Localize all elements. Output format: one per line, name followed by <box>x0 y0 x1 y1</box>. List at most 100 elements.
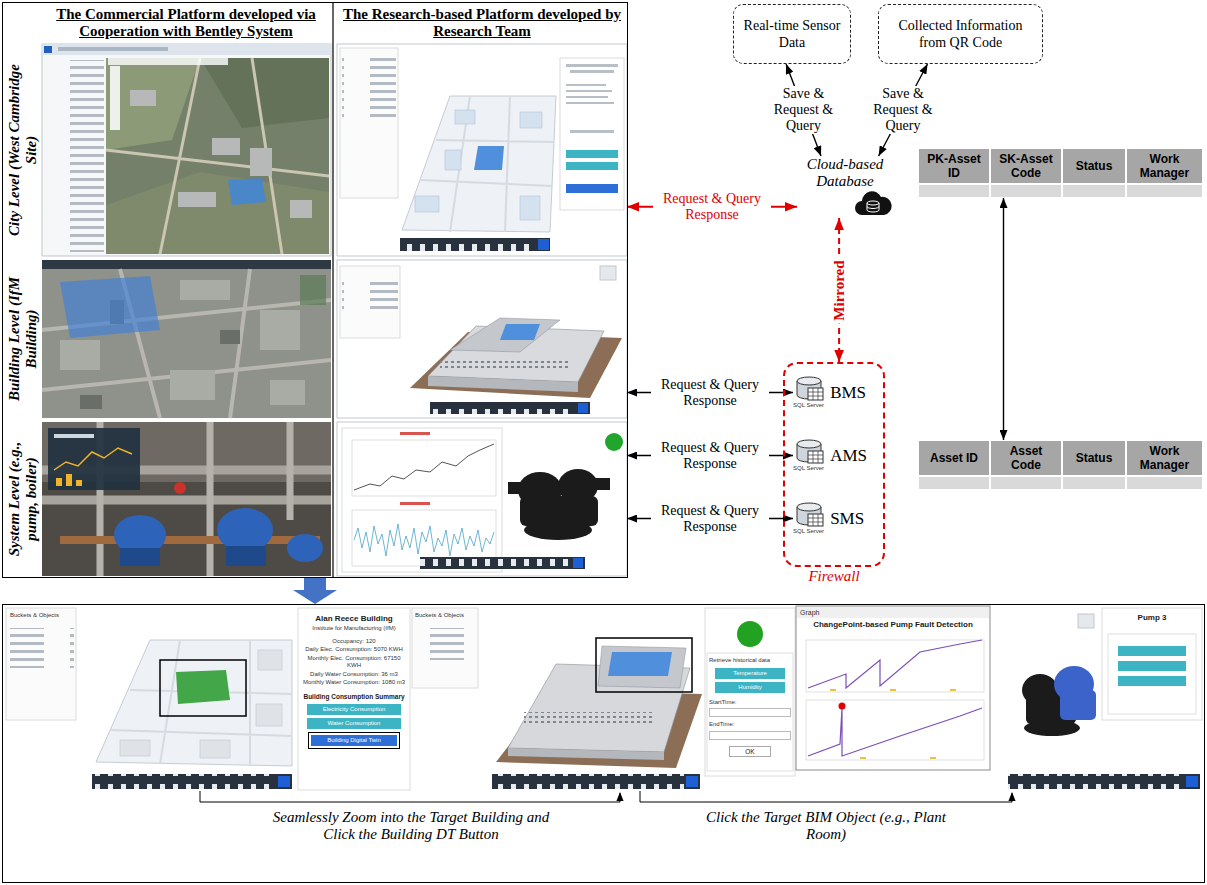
table-header-cell: Status <box>1062 148 1126 184</box>
bottom-building-screenshot <box>598 646 686 688</box>
commercial-city-screenshot <box>200 58 329 128</box>
commercial-building-screenshot <box>60 276 160 338</box>
research-city-screenshot <box>538 239 549 250</box>
fault-detection-graph <box>930 757 936 759</box>
fault-detection-graph <box>806 640 984 692</box>
commercial-plant-room-photo <box>48 428 140 490</box>
bottom-pump-screenshot <box>1186 776 1198 787</box>
commercial-city-screenshot <box>130 90 156 106</box>
bottom-pump-screenshot <box>1008 774 1200 789</box>
research-building-screenshot <box>342 278 398 310</box>
table-cell <box>990 184 1062 198</box>
research-city-screenshot <box>520 196 540 220</box>
data-source-box: Collected Information from QR Code <box>878 4 1043 64</box>
commercial-building-screenshot <box>42 260 331 418</box>
commercial-building-screenshot <box>220 330 240 344</box>
bottom-city-screenshot <box>256 704 282 726</box>
commercial-building-screenshot <box>60 340 100 370</box>
screen-text: Daily Elec. Consumption: 5070 KWH <box>301 646 407 654</box>
research-pump-screenshot <box>420 557 585 569</box>
commercial-city-screenshot <box>108 58 228 65</box>
commercial-plant-room-photo <box>217 508 273 552</box>
edge-label: Request & Query Response <box>653 191 771 223</box>
column-divider <box>332 3 333 577</box>
bottom-city-screenshot <box>92 774 292 789</box>
bottom-city-screenshot <box>6 608 76 720</box>
input-box <box>709 731 791 740</box>
database-name: AMS <box>830 446 867 465</box>
level-row: Building Level (IfM Building) <box>3 259 627 419</box>
database-icon <box>797 377 821 385</box>
bottom-pump-screenshot <box>1060 690 1096 720</box>
research-pump-screenshot <box>400 502 430 505</box>
research-pump-screenshot <box>573 558 583 568</box>
research-city-screenshot <box>570 70 614 73</box>
database-icon-group: SQL Server <box>793 376 824 409</box>
screen-panel-text: Alan Reece BuildingInstitute for Manufac… <box>301 612 407 746</box>
commercial-building-screenshot <box>270 380 305 405</box>
bottom-pump-screenshot <box>1008 608 1202 789</box>
research-pump-screenshot <box>605 433 623 451</box>
database-icon <box>794 376 824 402</box>
database-icon-group: SQL Server <box>793 502 824 535</box>
edge-label: Mirrored <box>831 257 848 323</box>
screen-text: OK <box>729 746 771 757</box>
server-caption: SQL Server <box>793 528 824 535</box>
research-pump-screenshot <box>337 422 627 576</box>
research-pump-screenshot <box>352 440 496 496</box>
asset-table: Asset IDAsset CodeStatusWork Manager <box>918 440 1203 490</box>
block-arrow <box>293 578 337 604</box>
research-pump-screenshot <box>337 422 627 576</box>
commercial-city-screenshot <box>42 44 331 55</box>
bottom-pump-screenshot <box>1078 614 1094 628</box>
bottom-city-screenshot <box>110 640 292 766</box>
commercial-plant-room-photo <box>60 536 320 544</box>
screen-text: Monthly Water Consumption: 1080 m3 <box>301 679 407 687</box>
table-header-cell: Asset ID <box>918 440 990 476</box>
level-label: Building Level (IfM Building) <box>6 266 40 412</box>
commercial-building-screenshot <box>42 260 331 269</box>
fault-detection-graph <box>808 708 982 756</box>
research-city-screenshot <box>560 58 624 210</box>
commercial-city-screenshot <box>106 172 329 254</box>
asset-table: PK-Asset IDSK-Asset CodeStatusWork Manag… <box>918 148 1203 198</box>
research-building-screenshot <box>340 266 400 338</box>
firewall-label: Firewall <box>775 568 893 585</box>
bottom-building-screenshot <box>705 608 795 776</box>
bottom-city-screenshot <box>120 650 282 758</box>
screen-text: Water Consumption <box>307 718 401 729</box>
research-city-screenshot <box>415 110 542 220</box>
research-pump-screenshot <box>354 524 494 556</box>
screen-text: Monthly Elec. Consumption: 67150 KWH <box>301 655 407 670</box>
commercial-plant-room-photo <box>120 548 160 566</box>
commercial-plant-room-photo <box>42 422 331 576</box>
bottom-pump-screenshot <box>1008 774 1184 789</box>
commercial-plant-room-photo <box>66 474 72 486</box>
screen-panel-text: Pump 3 <box>1106 613 1198 623</box>
bottom-building-screenshot <box>608 652 672 676</box>
research-pump-screenshot <box>508 469 610 540</box>
commercial-plant-room-photo <box>42 422 331 576</box>
screen-text: EndTime: <box>709 721 791 729</box>
table-header-cell: Work Manager <box>1126 440 1203 476</box>
research-city-screenshot <box>566 90 612 92</box>
research-city-screenshot <box>337 44 627 256</box>
bottom-city-screenshot <box>160 660 246 716</box>
research-pump-screenshot <box>354 444 494 490</box>
research-city-screenshot <box>415 196 439 212</box>
research-city-screenshot <box>566 184 618 193</box>
bottom-building-screenshot <box>414 628 476 660</box>
screen-text: Institute for Manufacturing (IfM) <box>301 625 407 633</box>
bottom-city-screenshot <box>96 640 292 766</box>
input-box <box>709 708 791 717</box>
bottom-pump-screenshot <box>1108 634 1196 714</box>
commercial-plant-room-photo <box>54 448 132 470</box>
research-building-screenshot <box>430 402 576 414</box>
table-cell <box>1062 184 1126 198</box>
database-icon <box>797 440 821 448</box>
bottom-pump-screenshot <box>1118 661 1186 671</box>
research-city-screenshot <box>337 44 627 256</box>
table-cell <box>990 476 1062 490</box>
sql-database: SQL ServerSMS <box>793 502 864 535</box>
research-city-screenshot <box>420 96 554 232</box>
